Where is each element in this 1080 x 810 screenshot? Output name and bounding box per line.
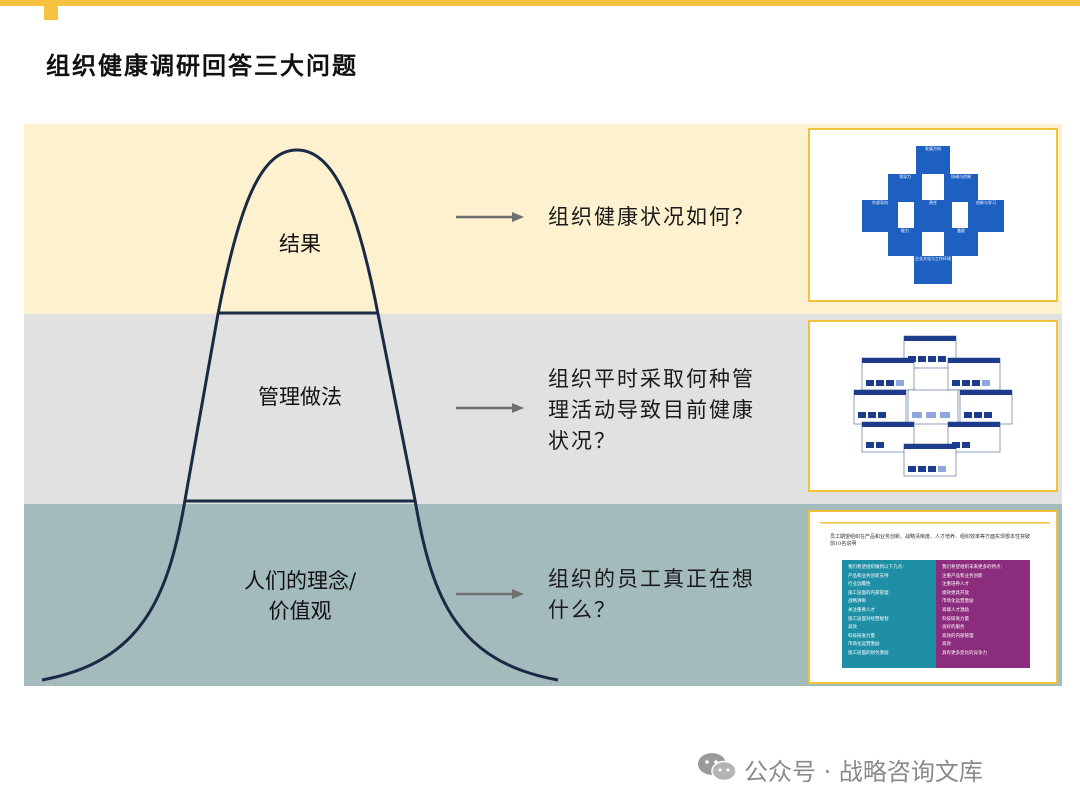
mindsets-right-column: 我们希望组织未来更多的特点： 注重产品和业务创新 注重培养人才 绩效更具开放 市… [936, 560, 1030, 668]
bell-curve-outline [41, 148, 559, 682]
top-accent-marker [44, 0, 58, 20]
practices-map-graphic [853, 335, 1013, 477]
arrow-right-icon [456, 403, 524, 413]
wechat-icon [698, 753, 737, 782]
map-box: 企业文化与工作环境 [914, 256, 952, 284]
arrow-right-icon [456, 589, 524, 599]
map-box: 领导力 [888, 174, 922, 202]
level-label-practices: 管理做法 [258, 385, 342, 409]
level-label-results: 结果 [279, 232, 321, 256]
watermark-text: 公众号 · 战略咨询文库 [744, 758, 983, 786]
question-employee-thoughts: 组织的员工真正在想 什么？ [548, 567, 755, 622]
level-label-mindsets-line1: 人们的理念/ [243, 569, 357, 593]
map-box: 外部导向 [862, 200, 898, 232]
map-box: 发展方向 [916, 146, 950, 174]
thumbnail-mindsets: 员工期望组织在产品和业务创新、战略清晰度、人才培养、组织效率等方面实现根本性突破… [808, 510, 1058, 684]
top-accent-bar [0, 0, 1080, 6]
thumb-accent-line [820, 522, 1050, 524]
question-health-status: 组织健康状况如何？ [548, 205, 755, 229]
level-label-mindsets: 人们的理念/ 价值观 [220, 566, 380, 626]
thumbnail-results-map: 发展方向 领导力 协调与控制 外部导向 责任 创新与学习 能力 激励 企业文化与… [808, 128, 1058, 302]
map-box: 协调与控制 [944, 174, 978, 202]
mindsets-left-column: 我们希望组织做到以下几点： 产品和业务创新支持 行业远瞻性 施工层面的内部管理 … [842, 560, 936, 668]
thumbnail-practices-map [808, 320, 1058, 492]
map-box: 激励 [944, 228, 978, 256]
mindsets-header: 员工期望组织在产品和业务创新、战略清晰度、人才培养、组织效率等方面实现根本性突破… [830, 534, 1031, 547]
slide-title: 组织健康调研回答三大问题 [46, 51, 358, 80]
map-box: 能力 [888, 228, 922, 256]
map-box: 责任 [914, 200, 952, 232]
level-label-mindsets-line2: 价值观 [268, 599, 332, 623]
map-box: 创新与学习 [968, 200, 1004, 232]
arrow-right-icon [456, 212, 524, 222]
question-management-practices: 组织平时采取何种管 理活动导致目前健康 状况？ [548, 367, 755, 453]
